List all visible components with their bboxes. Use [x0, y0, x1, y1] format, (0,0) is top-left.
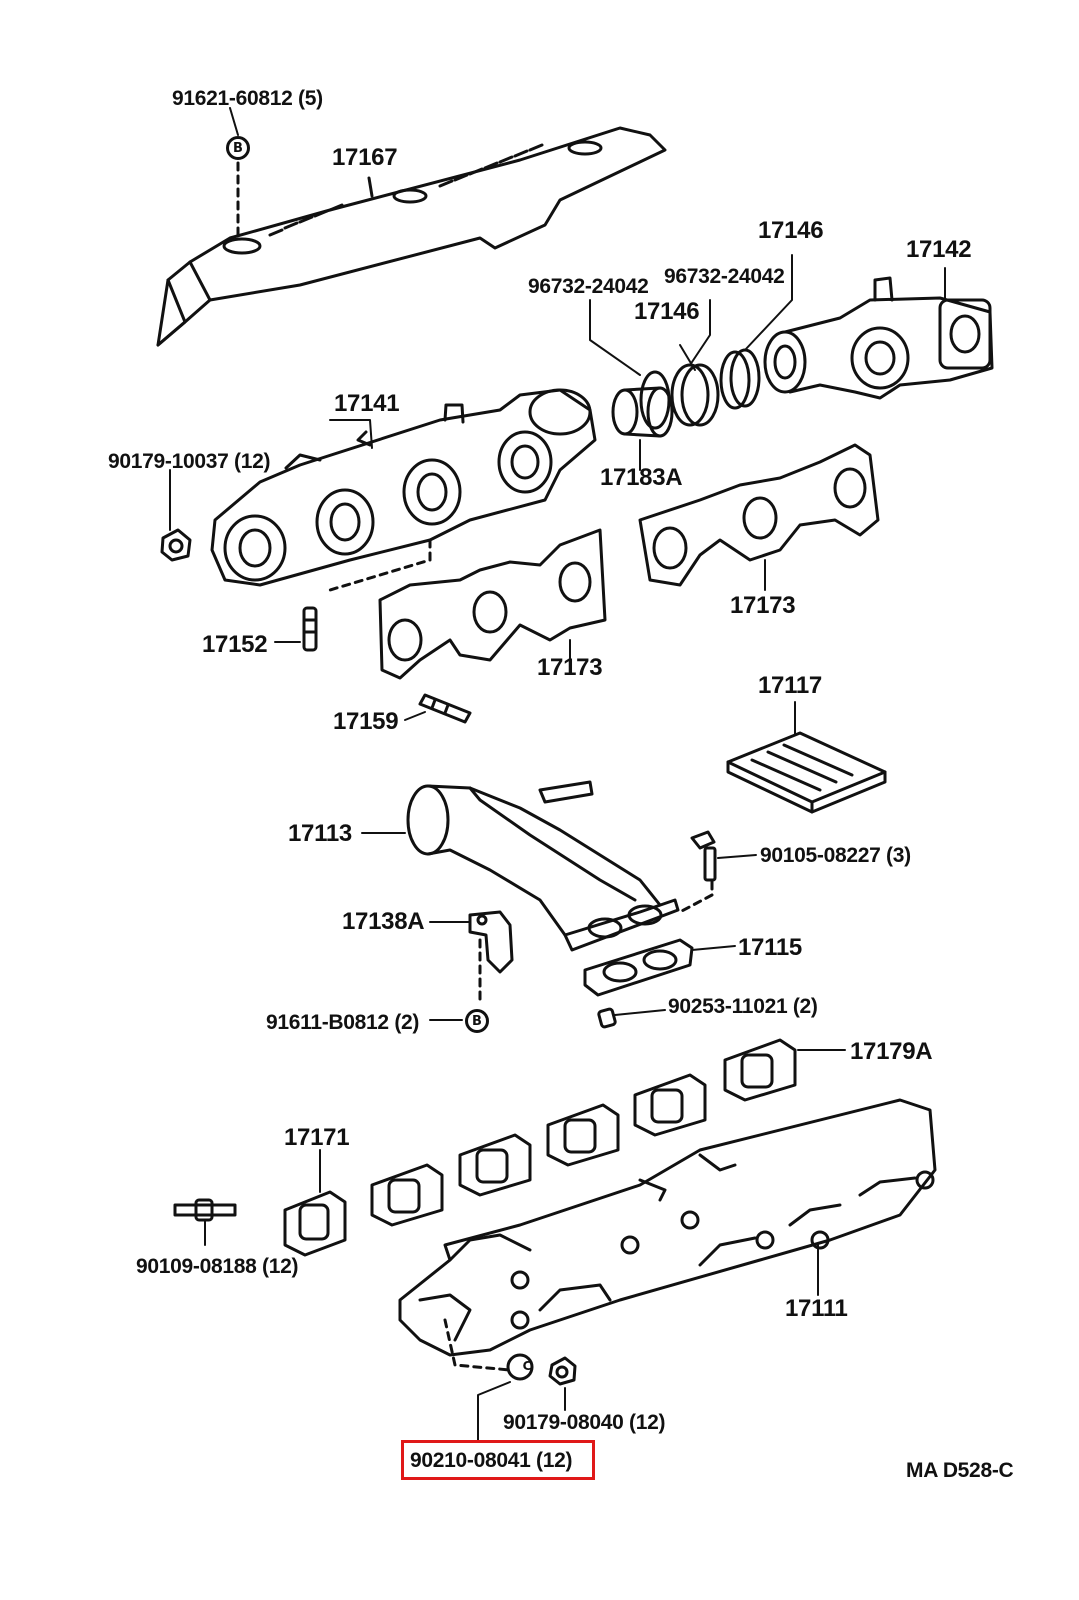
label-17142: 17142: [906, 236, 972, 263]
bracket-17138A: [468, 910, 514, 974]
label-17152: 17152: [202, 631, 268, 658]
gasket-17173-left: [378, 528, 607, 680]
label-17173-right: 17173: [730, 592, 796, 619]
label-96732-24042-left: 96732-24042: [528, 275, 649, 298]
leader-91621-tick: [229, 107, 239, 136]
label-17171: 17171: [284, 1124, 350, 1151]
heat-insulator-17167: [156, 126, 667, 347]
label-17138A: 17138A: [342, 908, 425, 935]
badge-b-bottom: B: [465, 1009, 489, 1033]
intake-pipe-17113: [406, 780, 680, 952]
label-90253-11021: 90253-11021 (2): [668, 995, 818, 1018]
ring-96732-a: [639, 370, 671, 430]
leader-17141: [329, 419, 373, 449]
gasket-17115: [583, 938, 694, 997]
label-17167: 17167: [332, 144, 398, 171]
label-96732-24042-right: 96732-24042: [664, 265, 785, 288]
nut-90210: [506, 1353, 534, 1381]
label-17146-top: 17146: [758, 217, 824, 244]
stud-17152: [302, 606, 318, 652]
label-91621-60812: 91621-60812 (5): [172, 87, 323, 110]
stud-90109: [173, 1198, 237, 1222]
badge-b-top: B: [226, 136, 250, 160]
label-90105-08227: 90105-08227 (3): [760, 844, 911, 867]
label-17115: 17115: [738, 934, 802, 961]
exhaust-pipe-17142: [763, 267, 994, 400]
ring-96732-b: [719, 348, 761, 410]
plate-17117: [726, 731, 887, 814]
gaskets-17179A: [370, 1038, 797, 1227]
label-17146-mid: 17146: [634, 298, 700, 325]
label-17183A: 17183A: [600, 464, 683, 491]
highlight-box-90210-08041: [401, 1440, 595, 1480]
diagram-code: MA D528-C: [906, 1459, 1014, 1482]
label-17111: 17111: [785, 1295, 848, 1322]
nut-90179b: [548, 1356, 577, 1386]
gasket-17173-right: [638, 443, 880, 587]
label-90210-08041[interactable]: 90210-08041 (12): [410, 1449, 573, 1472]
nut-90179a: [160, 528, 192, 562]
label-17117: 17117: [758, 672, 822, 699]
stud-90253: [597, 1007, 617, 1029]
label-17173-left: 17173: [537, 654, 603, 681]
label-90179-10037: 90179-10037 (12): [108, 450, 271, 473]
bolt-90105: [690, 830, 717, 882]
exhaust-manifold-17111: [398, 1098, 937, 1357]
gasket-ring-17146: [670, 363, 720, 427]
label-17179A: 17179A: [850, 1038, 933, 1065]
badge-c: C: [522, 1359, 532, 1373]
label-17159: 17159: [333, 708, 399, 735]
label-91611-B0812: 91611-B0812 (2): [266, 1011, 420, 1034]
exhaust-manifold-17141: [210, 388, 597, 587]
label-90179-08040: 90179-08040 (12): [503, 1411, 666, 1434]
pipe-17183A: [611, 386, 674, 438]
label-17141: 17141: [334, 390, 400, 417]
label-17113: 17113: [288, 820, 352, 847]
gasket-17171: [283, 1190, 347, 1257]
label-90109-08188: 90109-08188 (12): [136, 1255, 299, 1278]
stud-17159: [418, 693, 472, 724]
